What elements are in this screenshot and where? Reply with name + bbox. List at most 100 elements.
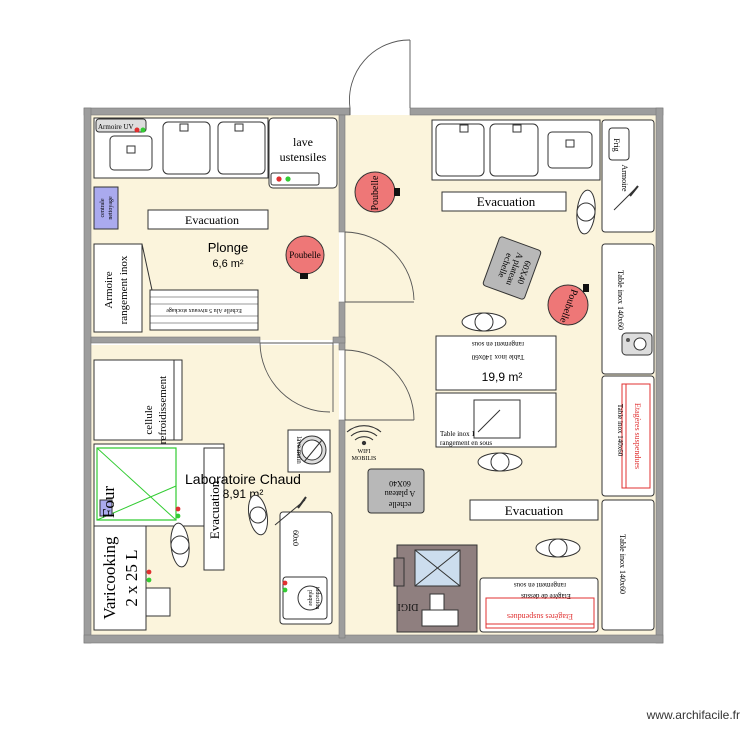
plaque-label-2: induction — [314, 587, 320, 610]
four-panel — [99, 499, 113, 517]
echelle-plateau-1: echelle A plateau 60X40 — [482, 236, 542, 300]
lave-label-1: lave — [293, 135, 313, 149]
lave-mains-label: lave main — [295, 436, 303, 464]
cellule-label-2: refroidissement — [157, 376, 169, 444]
cellule-door — [173, 359, 183, 441]
table-bottom-sous: rangement en sous — [514, 581, 566, 589]
varicooking-label-2: 2 x 25 L — [122, 549, 141, 606]
cellule-label-1: cellule — [143, 405, 155, 434]
faucet-2 — [234, 123, 244, 132]
echelle-alu — [149, 289, 259, 331]
table-right-1-label: Table inox 140x60 — [616, 270, 625, 330]
person-icon — [576, 189, 596, 235]
varicooking-handle — [145, 587, 171, 617]
person-icon — [535, 538, 581, 558]
varicooking-label-1: Varicooking — [100, 536, 119, 620]
wifi-label: WIFI — [358, 449, 371, 455]
svg-text:60X40: 60X40 — [389, 479, 411, 488]
lave-label-2: ustensiles — [280, 150, 327, 164]
etageres-bottom — [485, 597, 595, 629]
person-icon — [247, 494, 269, 536]
wifi-provider: MOBILIS — [352, 456, 377, 462]
poubelle-salle-2 — [547, 284, 589, 326]
table-right-3-label: Table inox 140x60 — [618, 534, 627, 594]
evacuation-plonge — [147, 209, 269, 230]
sixty-label: 60x0 — [291, 530, 300, 546]
echelle-plateau-2: 60X40 A plateau echelle — [367, 468, 425, 514]
wall-bottom — [83, 634, 664, 644]
wall-left — [83, 107, 92, 644]
sink-basin-3 — [217, 121, 266, 175]
table-center-2-label: Table inox 1 — [440, 430, 475, 438]
svg-text:echelle: echelle — [388, 500, 411, 509]
frigo-label-1: Frig — [612, 138, 621, 151]
person-icon — [477, 452, 523, 472]
table-bottom — [479, 577, 599, 633]
entrance-door[interactable] — [349, 39, 411, 115]
evacuation-labo — [203, 447, 225, 571]
svg-text:A plateau: A plateau — [385, 489, 415, 498]
wall-h-left — [90, 336, 261, 344]
evacuation-salle-1-label: Evacuation — [477, 194, 536, 209]
table-center-1 — [435, 335, 557, 391]
evacuation-salle-2-label: Evacuation — [505, 503, 564, 518]
armoire-uv-label: Armoire UV — [98, 123, 134, 131]
doors — [259, 39, 415, 421]
lave-ustensiles — [268, 117, 338, 189]
table-right-2-label: Table inox 140x60 — [616, 404, 624, 457]
poubelle-salle-1-label: Poubelle — [370, 175, 381, 211]
sink-basin-r2 — [489, 123, 539, 177]
wall-top-left — [83, 107, 351, 116]
etageres-bottom-label: Etagères suspendues — [507, 612, 573, 621]
evacuation-labo-label: Evacuation — [207, 480, 222, 539]
armoire-inox-label-2: rangement inox — [118, 255, 130, 324]
cellule-refroidissement — [93, 359, 175, 441]
table-center-1-sous: rangement en sous — [472, 340, 524, 348]
plaque-label-1: plaque — [307, 590, 313, 606]
wifi-icon — [346, 425, 382, 446]
faucet-3 — [126, 145, 136, 154]
centrale-label-1: centrale — [100, 198, 106, 217]
armoire-rangement-inox — [93, 243, 143, 333]
armoire-uv-light-green — [140, 127, 146, 133]
frigo-label-2: Armoire — [620, 164, 629, 192]
door-plonge-salle[interactable] — [344, 231, 415, 303]
lave-light-green — [285, 176, 291, 182]
watermark: www.archifacile.fr — [646, 708, 740, 722]
wall-top-right — [409, 107, 664, 116]
centrale-label-2: nettoyage — [108, 196, 114, 220]
door-plonge-labo[interactable] — [259, 342, 334, 413]
etageres-right — [621, 383, 651, 489]
four-label: Four — [99, 486, 118, 518]
sink-basin-2 — [162, 121, 211, 175]
labo-room-name: Laboratoire Chaud — [185, 471, 301, 487]
poubelle-plonge-pedal — [300, 273, 308, 279]
table-inox-right-3 — [601, 499, 655, 631]
door-labo-salle[interactable] — [344, 349, 415, 421]
plonge-room-name: Plonge — [208, 240, 248, 255]
lave-light-red — [276, 176, 282, 182]
lave-panel — [270, 172, 320, 186]
labo-room: cellule refroidissement Four Evacuation … — [93, 359, 333, 631]
table-center-1-label: Table inox 140x60 — [471, 353, 524, 361]
evacuation-salle-2 — [469, 499, 599, 521]
faucet-1 — [179, 123, 189, 132]
varicooking — [93, 525, 147, 631]
armoire-uv — [95, 118, 147, 133]
sink-basin-r1 — [435, 123, 485, 177]
armoire-inox-label-1: Armoire — [103, 271, 115, 308]
wall-middle-v-bot — [338, 419, 346, 639]
evacuation-salle-1 — [441, 191, 567, 212]
digi-label: DIGI — [397, 601, 418, 612]
plonge-room: Armoire UV lave ustensiles centrale nett… — [93, 117, 338, 333]
plonge-room-area: 6,6 m² — [212, 258, 244, 270]
centrale-nettoyage — [93, 186, 119, 230]
table-bottom-dessus: Etagère de dessus — [521, 592, 571, 600]
poubelle-plonge-label: Poubelle — [289, 250, 321, 260]
salle-room-area: 19,9 m² — [482, 370, 523, 384]
echelle-alu-label: Echelle Alu 5 niveaux stockage — [166, 307, 242, 313]
sink-basin-r3 — [547, 131, 593, 169]
armoire-uv-light-red — [134, 127, 140, 133]
walls — [83, 107, 664, 644]
